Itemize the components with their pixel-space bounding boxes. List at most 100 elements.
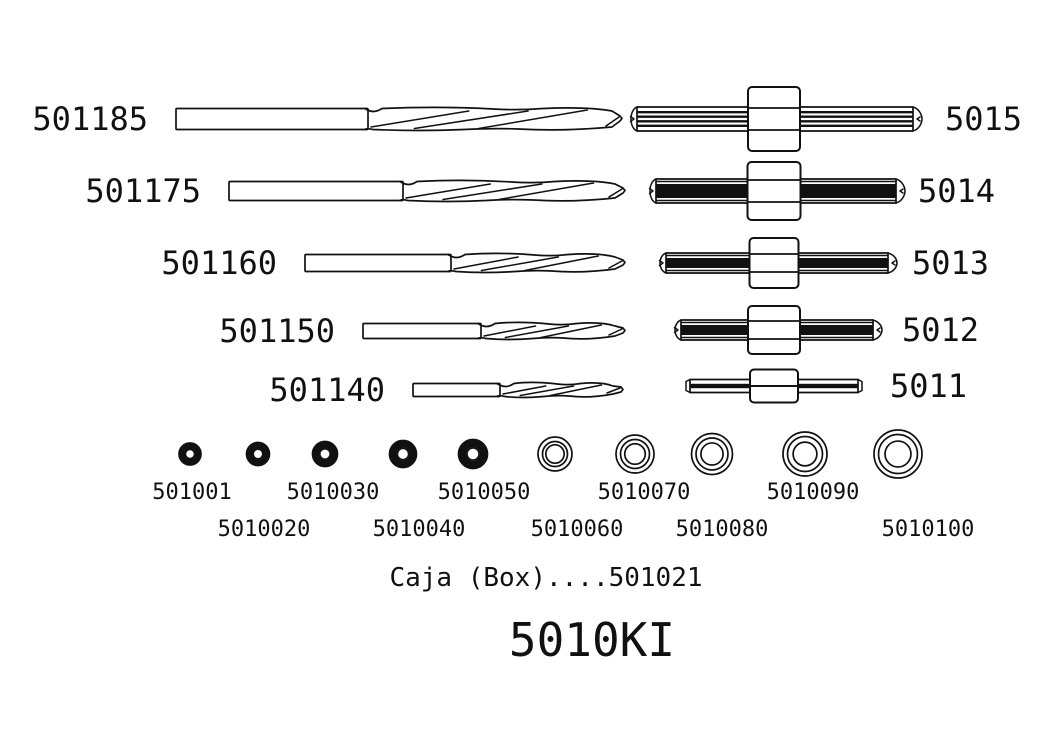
- ring-item: 5010070: [598, 434, 691, 505]
- reamer-end-caps: [685, 378, 863, 394]
- reamer-right-tip: [872, 319, 883, 341]
- drill-row: 501150: [219, 312, 626, 350]
- drill-flute-outline: [477, 321, 626, 341]
- ring-item: 5010100: [873, 429, 975, 542]
- drill-flute-outline: [496, 381, 624, 399]
- reamer-part-label: 5011: [890, 367, 967, 405]
- reamer-part-label: 5013: [912, 244, 989, 282]
- ring-rim-circle: [877, 433, 919, 475]
- ring-item: 5010040: [373, 439, 466, 542]
- drill-row: 501160: [161, 244, 626, 282]
- reamer-left-cap: [658, 252, 667, 274]
- reamer-part-label: 5014: [918, 172, 995, 210]
- ring-bore-circle: [792, 441, 818, 467]
- drill-flute-outline: [447, 252, 626, 274]
- reamer-row: 5011: [685, 367, 967, 405]
- ring-item: 5010030: [287, 440, 379, 505]
- ring-rim-circle: [695, 437, 729, 471]
- ring-bore-circle: [544, 443, 566, 465]
- ring-outer-circle: [690, 432, 734, 476]
- ring-outer-circle: [178, 442, 202, 466]
- reamer-right-tip: [887, 252, 898, 274]
- ring-part-label: 5010050: [438, 480, 531, 505]
- drill-part-label: 501185: [32, 100, 148, 138]
- drill-spiral-flutes: [453, 255, 623, 272]
- ring-part-label: 5010100: [882, 517, 975, 542]
- ring-outer-circle: [311, 440, 339, 468]
- drill-row: 501140: [269, 371, 624, 409]
- square-center-handle: [746, 161, 802, 221]
- ring-item: 5010060: [531, 436, 624, 542]
- reamer-row: 5014: [648, 161, 995, 221]
- ring-body-band: [312, 441, 338, 467]
- kit-title: 5010KI: [509, 613, 675, 667]
- ring-outer-circle: [782, 431, 828, 477]
- drill-shank: [412, 382, 501, 398]
- ring-bore-circle: [466, 447, 480, 461]
- drill-flute-outline: [399, 179, 626, 203]
- ring-item: 5010080: [676, 432, 769, 542]
- drill-part-label: 501150: [219, 312, 335, 350]
- drill-shank: [304, 253, 452, 273]
- ring-body-band: [179, 443, 201, 465]
- ring-part-label: 501001: [152, 480, 231, 505]
- box-part-label: Caja (Box)....501021: [389, 563, 702, 593]
- reamer-left-cap: [673, 319, 682, 341]
- ring-item: 5010020: [218, 441, 311, 542]
- reamer-right-tip: [895, 178, 906, 204]
- ring-part-label: 5010060: [531, 517, 624, 542]
- ring-rim-circle: [541, 440, 569, 468]
- drill-part-label: 501160: [161, 244, 277, 282]
- ring-item: 5010090: [767, 431, 860, 505]
- drill-part-label: 501175: [85, 172, 201, 210]
- drill-shank: [228, 180, 404, 202]
- ring-outer-circle: [388, 439, 418, 469]
- square-center-handle: [747, 86, 801, 152]
- drill-row: 501175: [85, 172, 626, 210]
- drill-shank: [175, 107, 369, 131]
- reamer-left-cap: [629, 106, 638, 132]
- ring-part-label: 5010040: [373, 517, 466, 542]
- ring-bore-circle: [623, 442, 647, 466]
- ring-body-band: [246, 442, 270, 466]
- ring-bore-circle: [252, 448, 264, 460]
- drill-spiral-flutes: [405, 182, 623, 201]
- ring-outer-circle: [457, 438, 489, 470]
- ring-part-label: 5010020: [218, 517, 311, 542]
- drill-spiral-flutes: [502, 384, 621, 397]
- drill-spiral-flutes: [370, 109, 620, 130]
- ring-bore-circle: [884, 440, 912, 468]
- reamer-right-tip: [912, 106, 923, 132]
- square-center-handle: [748, 237, 800, 289]
- ring-rim-circle: [786, 435, 824, 473]
- reamer-row: 5013: [658, 237, 989, 289]
- ring-item: 501001: [152, 442, 232, 505]
- reamer-part-label: 5015: [945, 100, 1022, 138]
- ring-bore-circle: [184, 448, 196, 460]
- ring-part-label: 5010070: [598, 480, 691, 505]
- ring-body-band: [458, 439, 488, 469]
- drill-row: 501185: [32, 100, 623, 138]
- ring-outer-circle: [873, 429, 923, 479]
- drill-part-label: 501140: [269, 371, 385, 409]
- drill-shank: [362, 322, 482, 340]
- ring-part-label: 5010080: [676, 517, 769, 542]
- ring-item: 5010050: [438, 438, 531, 505]
- reamer-left-cap: [648, 178, 657, 204]
- ring-outer-circle: [245, 441, 271, 467]
- ring-bore-circle: [396, 447, 410, 461]
- ring-part-label: 5010090: [767, 480, 860, 505]
- ring-body-band: [389, 440, 417, 468]
- reamer-row: 5012: [673, 305, 979, 355]
- drill-spiral-flutes: [483, 324, 623, 339]
- drill-flute-outline: [364, 106, 623, 132]
- reamer-row: 5015: [629, 86, 1022, 152]
- square-center-handle: [747, 305, 801, 355]
- ring-rim-circle: [619, 438, 651, 470]
- ring-outer-circle: [537, 436, 573, 472]
- ring-outer-circle: [615, 434, 655, 474]
- reamer-part-label: 5012: [902, 311, 979, 349]
- ring-bore-circle: [700, 442, 724, 466]
